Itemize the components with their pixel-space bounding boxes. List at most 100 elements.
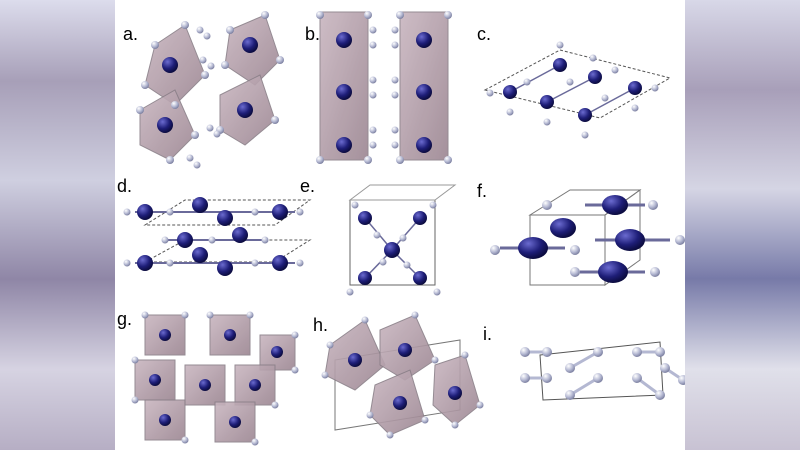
ligand-atom — [506, 108, 514, 116]
metal-atom — [272, 204, 288, 220]
ligand-atom — [271, 401, 279, 409]
ligand-atom — [650, 267, 660, 277]
panel-label-f: f. — [477, 181, 488, 201]
metal-atom — [598, 261, 628, 283]
panel-g-structure — [131, 311, 299, 446]
metal-atom — [199, 379, 211, 391]
ligand-atom — [226, 26, 234, 34]
ligand-atom — [391, 126, 399, 134]
ligand-atom — [451, 421, 459, 429]
ligand-atom — [631, 104, 639, 112]
ligand-atom — [648, 200, 658, 210]
panel-label-h: h. — [313, 315, 329, 335]
ligand-atom — [520, 347, 530, 357]
ligand-atom — [369, 26, 377, 34]
ligand-atom — [444, 11, 452, 19]
panel-d-structure — [123, 197, 312, 276]
background-blur-left — [0, 0, 115, 450]
metal-atom — [518, 237, 548, 259]
metal-atom — [448, 386, 462, 400]
ligand-atom — [601, 94, 609, 102]
background-blur-right — [685, 0, 800, 450]
metal-atom — [348, 353, 362, 367]
ligand-atom — [296, 208, 304, 216]
ligand-atom — [391, 91, 399, 99]
ligand-atom — [593, 347, 603, 357]
ligand-atom — [369, 141, 377, 149]
metal-atom — [413, 211, 427, 225]
metal-atom — [217, 210, 233, 226]
ligand-atom — [186, 154, 194, 162]
bond — [546, 76, 596, 103]
panel-f-structure — [490, 189, 685, 286]
ligand-atom — [399, 234, 407, 242]
ligand-atom — [369, 91, 377, 99]
ligand-atom — [364, 11, 372, 19]
ligand-atom — [123, 208, 131, 216]
ligand-atom — [444, 156, 452, 164]
ligand-atom — [396, 11, 404, 19]
ligand-atom — [316, 156, 324, 164]
unit-cell — [348, 184, 457, 201]
ligand-atom — [589, 54, 597, 62]
ligand-atom — [213, 130, 221, 138]
ligand-atom — [386, 431, 394, 439]
ligand-atom — [581, 131, 589, 139]
metal-atom — [192, 197, 208, 213]
ligand-atom — [556, 41, 564, 49]
ligand-atom — [291, 331, 299, 339]
ligand-atom — [321, 371, 329, 379]
ligand-atom — [276, 56, 284, 64]
ligand-atom — [151, 41, 159, 49]
ligand-atom — [131, 396, 139, 404]
ligand-atom — [391, 76, 399, 84]
metal-atom — [416, 32, 432, 48]
ligand-atom — [261, 236, 269, 244]
unit-cell — [143, 199, 312, 226]
ligand-atom — [379, 258, 387, 266]
metal-atom — [137, 204, 153, 220]
ligand-atom — [261, 11, 269, 19]
ligand-atom — [123, 259, 131, 267]
ligand-atom — [566, 78, 574, 86]
panel-e-structure — [346, 184, 457, 296]
metal-atom — [177, 232, 193, 248]
ligand-atom — [543, 118, 551, 126]
ligand-atom — [166, 208, 174, 216]
metal-atom — [358, 211, 372, 225]
metal-atom — [336, 137, 352, 153]
ligand-atom — [364, 156, 372, 164]
ligand-atom — [136, 106, 144, 114]
ligand-atom — [346, 288, 354, 296]
metal-atom — [578, 108, 592, 122]
metal-atom — [416, 137, 432, 153]
ligand-atom — [351, 201, 359, 209]
ligand-atom — [193, 161, 201, 169]
ligand-atom — [565, 363, 575, 373]
metal-atom — [162, 57, 178, 73]
metal-atom — [137, 255, 153, 271]
ligand-atom — [221, 61, 229, 69]
ligand-atom — [411, 311, 419, 319]
crystal-structures-figure: a. b. c. d. e. f. g. h. i. — [115, 0, 685, 450]
metal-atom — [503, 85, 517, 99]
ligand-atom — [396, 156, 404, 164]
metal-atom — [159, 329, 171, 341]
ligand-atom — [542, 373, 552, 383]
metal-atom — [336, 32, 352, 48]
ligand-atom — [206, 124, 214, 132]
metal-atom — [615, 229, 645, 251]
metal-atom — [232, 227, 248, 243]
ligand-atom — [593, 373, 603, 383]
ligand-atom — [203, 32, 211, 40]
metal-atom — [416, 84, 432, 100]
ligand-atom — [201, 71, 209, 79]
ligand-atom — [431, 356, 439, 364]
panel-c-structure — [483, 41, 672, 139]
metal-atom — [384, 242, 400, 258]
metal-atom — [358, 271, 372, 285]
ligand-atom — [296, 259, 304, 267]
ligand-atom — [191, 131, 199, 139]
ligand-atom — [196, 26, 204, 34]
ligand-atom — [251, 438, 259, 446]
